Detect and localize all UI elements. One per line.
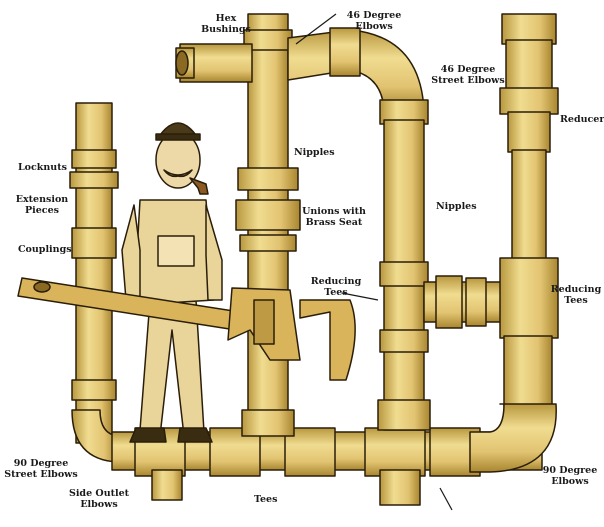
- label-90-degree-elbows: 90 Degree Elbows: [542, 465, 598, 487]
- leader-reducing-tees: [341, 292, 379, 301]
- reducing-tee-branch: [423, 275, 505, 329]
- leader-46-degree-elbows: [295, 13, 337, 45]
- label-nipples-right: Nipples: [436, 201, 477, 212]
- elbow-arch: [287, 27, 431, 431]
- center-vertical-pipe: [235, 13, 301, 437]
- label-46-degree-elbows: 46 Degree Elbows: [346, 10, 402, 32]
- label-locknuts: Locknuts: [18, 162, 67, 173]
- label-reducers: Reducers: [560, 114, 604, 125]
- hex-bushing-branch: [175, 43, 253, 83]
- label-reducing-tees-right: Reducing Tees: [550, 284, 602, 306]
- plumber-figure: [121, 122, 223, 443]
- label-90-degree-street-elbows: 90 Degree Street Elbows: [4, 458, 78, 480]
- label-tees: Tees: [254, 494, 278, 505]
- label-side-outlet-elbows: Side Outlet Elbows: [68, 488, 130, 510]
- label-reducing-tees-left: Reducing Tees: [310, 276, 362, 298]
- leader-bottom-tee: [439, 487, 453, 511]
- label-nipples-left: Nipples: [294, 147, 335, 158]
- label-hex-bushings: Hex Bushings: [201, 13, 251, 35]
- left-vertical-pipe: [69, 102, 119, 444]
- label-unions-with-brass-seat: Unions with Brass Seat: [302, 206, 366, 228]
- label-couplings: Couplings: [18, 244, 72, 255]
- right-vertical-pipe: [469, 13, 559, 473]
- label-46-degree-street-elbows: 46 Degree Street Elbows: [431, 64, 505, 86]
- label-extension-pieces: Extension Pieces: [15, 194, 69, 216]
- pipe-wrench: [17, 277, 356, 381]
